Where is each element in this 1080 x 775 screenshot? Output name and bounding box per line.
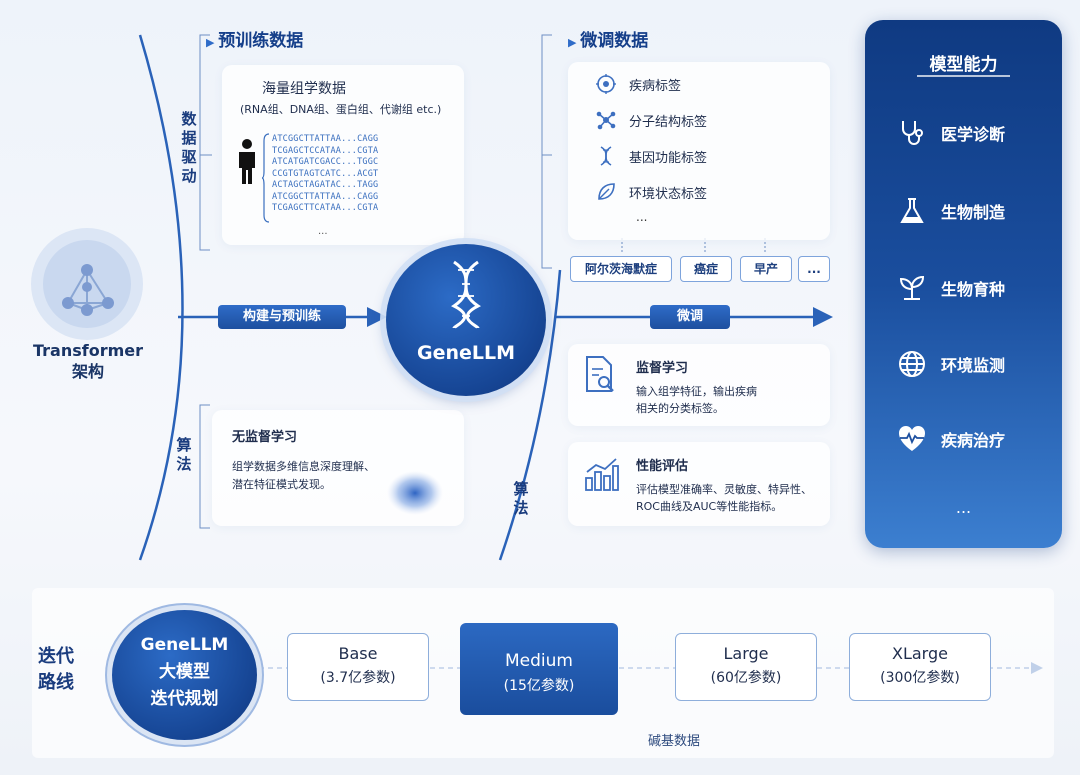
tag-more: ... [798, 256, 830, 282]
tag-preterm: 早产 [740, 256, 792, 282]
build-pretrain-label: 构建与预训练 [218, 305, 346, 329]
finetune-label: 微调 [650, 305, 730, 329]
molecule-icon [596, 111, 616, 130]
stage-medium: Medium (15亿参数) [460, 623, 618, 715]
omics-title: 海量组学数据 [262, 81, 346, 97]
genellm-title: GeneLLM [416, 342, 515, 364]
sprout-icon [899, 275, 925, 300]
evaluation-title: 性能评估 [636, 459, 689, 474]
disease-icon [596, 74, 616, 94]
globe-icon [899, 351, 925, 377]
capability-item-treatment: 疾病治疗 [897, 424, 1005, 454]
algo-right-label: 算 法 [513, 480, 529, 517]
transformer-label: Transformer 架构 [32, 341, 143, 381]
list-item: 基因功能标签 [595, 145, 707, 167]
capability-item-breeding: 生物育种 [897, 273, 1005, 303]
sequence-line: ATCATGATCGACC...TGGC [272, 157, 379, 167]
genellm-core: GeneLLM [386, 244, 546, 396]
capability-title-underline [917, 75, 1010, 77]
sequence-line: ATCGGCTTATTAA...CAGG [272, 191, 379, 202]
sequence-ellipsis: ... [318, 226, 328, 237]
person-icon [239, 139, 255, 184]
unsupervised-desc: 组学数据多维信息深度理解、 潜在特征模式发现。 [232, 460, 375, 491]
tag-cancer: 癌症 [680, 256, 732, 282]
flask-icon [900, 198, 924, 223]
roadmap-footnote: 碱基数据 [648, 734, 701, 749]
list-item: 环境状态标签 [595, 181, 707, 203]
capability-title: 模型能力 [929, 55, 998, 75]
capability-item-manufacturing: 生物制造 [897, 196, 1005, 226]
omics-card [222, 65, 464, 245]
capability-ellipsis: ... [955, 498, 972, 517]
network-icon [31, 228, 143, 340]
stage-base: Base (3.7亿参数) [287, 633, 429, 701]
sequence-bracket [262, 133, 270, 223]
roadmap-label: 迭代 路线 [38, 646, 74, 693]
stethoscope-icon [902, 121, 923, 145]
evaluation-card [568, 442, 830, 526]
leaf-icon [598, 183, 615, 200]
capability-item-diagnosis: 医学诊断 [897, 118, 1005, 148]
list-item: 疾病标签 [595, 73, 681, 95]
stage-large: Large (60亿参数) [675, 633, 817, 701]
omics-subtitle: (RNA组、DNA组、蛋白组、代谢组 etc.) [240, 103, 442, 116]
capability-panel: 模型能力 医学诊断 生物制造 生物育种 环境监测 疾病治疗 ... [865, 20, 1062, 548]
finetune-list-card [568, 62, 830, 240]
roadmap-hub-text: GeneLLM 大模型 迭代规划 [140, 635, 229, 709]
pretrain-section-title: ▶ 预训练数据 [206, 31, 304, 51]
bar-chart-icon [585, 458, 619, 491]
list-item: 分子结构标签 [595, 109, 707, 131]
cluster-icon [387, 471, 443, 515]
stage-xlarge: XLarge (300亿参数) [849, 633, 991, 701]
sequence-line: CCGTGTAGTCATC...ACGT [272, 168, 379, 179]
sequence-line: ATCGGCTTATTAA...CAGG [272, 134, 379, 144]
data-driven-label: 数 据 驱 动 [181, 110, 197, 185]
supervised-desc: 输入组学特征，输出疾病 相关的分类标签。 [636, 385, 757, 415]
sequence-line: TCGAGCTCCATAA...CGTA [272, 145, 379, 156]
sequence-line: ACTAGCTAGATAC...TAGG [272, 180, 379, 190]
capability-item-monitoring: 环境监测 [897, 349, 1005, 379]
heart-pulse-icon [899, 426, 925, 451]
tag-alzheimer: 阿尔茨海默症 [570, 256, 672, 282]
roadmap-hub: GeneLLM 大模型 迭代规划 [112, 610, 257, 740]
dna-icon [600, 146, 612, 166]
finetune-section-title: ▶ 微调数据 [568, 31, 649, 51]
evaluation-desc: 评估模型准确率、灵敏度、特异性、 ROC曲线及AUC等性能指标。 [636, 483, 812, 513]
unsupervised-title: 无监督学习 [232, 430, 298, 445]
finetune-list-ellipsis: ... [636, 210, 648, 224]
algo-left-label: 算 法 [176, 436, 192, 473]
document-search-icon [586, 356, 614, 392]
sequence-line: TCGAGCTTCATAA...CGTA [272, 203, 379, 213]
supervised-title: 监督学习 [636, 361, 689, 376]
dna-helix-icon [451, 260, 481, 330]
transformer-node [28, 225, 146, 343]
sequence-list: ATCGGCTTATTAA...CAGG TCGAGCTCCATAA...CGT… [272, 134, 378, 215]
